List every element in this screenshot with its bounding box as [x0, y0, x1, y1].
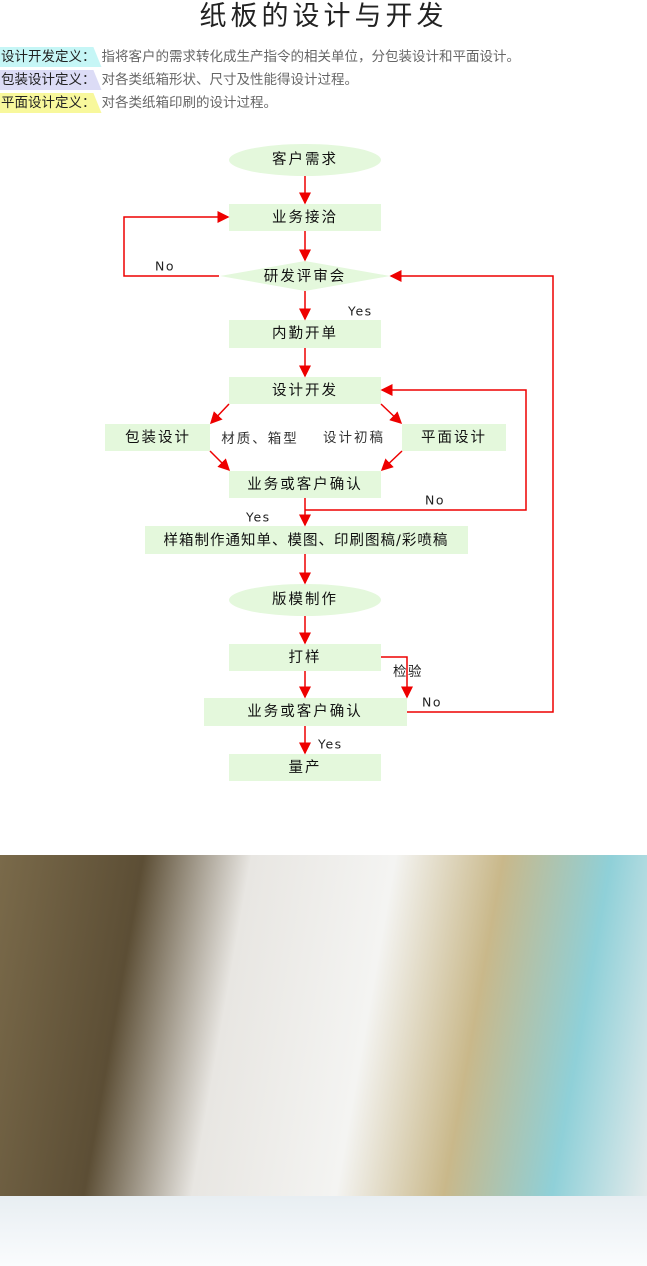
node-proof	[229, 644, 381, 671]
label-confirm1: 业务或客户确认	[247, 476, 363, 493]
label-no: No	[155, 259, 175, 274]
definition-text: 指将客户的需求转化成生产指令的相关单位，分包装设计和平面设计。	[101, 49, 521, 65]
definition-label: 设计开发定义：	[0, 47, 102, 67]
definition-design-dev: 设计开发定义：指将客户的需求转化成生产指令的相关单位，分包装设计和平面设计。	[0, 47, 520, 67]
label-no: No	[422, 695, 442, 710]
node-mass	[229, 754, 381, 781]
definition-label: 包装设计定义：	[0, 70, 102, 90]
label-yes: Yes	[347, 304, 373, 319]
blueprint-paper	[0, 1196, 647, 1266]
definition-text: 对各类纸箱形状、尺寸及性能得设计过程。	[101, 72, 359, 88]
node-review	[220, 261, 390, 291]
node-confirm1	[229, 471, 381, 498]
arrows	[123, 176, 554, 755]
label-order: 内勤开单	[272, 325, 338, 342]
node-sample-notice	[145, 526, 468, 554]
flowchart: 客户需求 业务接洽 研发评审会 内勤开单 设计开发 包装设计 平面设计 材质、箱…	[105, 144, 554, 781]
label-yes: Yes	[245, 510, 271, 525]
node-contact	[229, 204, 381, 231]
label-confirm2: 业务或客户确认	[247, 703, 363, 720]
label-proof: 打样	[289, 649, 322, 666]
label-dev: 设计开发	[272, 382, 338, 399]
label-mass: 量产	[289, 759, 322, 776]
label-start: 客户需求	[272, 151, 338, 168]
node-die	[229, 584, 381, 616]
label-material: 材质、箱型	[221, 431, 299, 447]
label-review: 研发评审会	[264, 268, 347, 285]
label-contact: 业务接洽	[272, 209, 338, 226]
label-no: No	[425, 493, 445, 508]
label-sample-notice: 样箱制作通知单、模图、印刷图稿/彩喷稿	[164, 532, 449, 549]
node-start	[229, 144, 381, 176]
node-graphic	[402, 424, 506, 451]
definition-label: 平面设计定义：	[0, 93, 102, 113]
label-draft: 设计初稿	[323, 429, 385, 446]
label-die: 版模制作	[272, 591, 338, 608]
definition-graphic: 平面设计定义：对各类纸箱印刷的设计过程。	[0, 93, 277, 113]
label-graphic: 平面设计	[421, 429, 487, 446]
team-reviewing-blueprints-photo	[0, 855, 647, 1266]
page-title: 纸板的设计与开发	[199, 1, 448, 32]
definition-text: 对各类纸箱印刷的设计过程。	[101, 95, 278, 111]
node-pack	[105, 424, 210, 451]
node-dev	[229, 377, 381, 404]
node-order	[229, 320, 381, 348]
node-confirm2	[204, 698, 407, 726]
label-yes: Yes	[317, 737, 343, 752]
definition-packaging: 包装设计定义：对各类纸箱形状、尺寸及性能得设计过程。	[0, 70, 358, 90]
label-pack: 包装设计	[125, 429, 191, 446]
label-inspect: 检验	[393, 664, 423, 680]
